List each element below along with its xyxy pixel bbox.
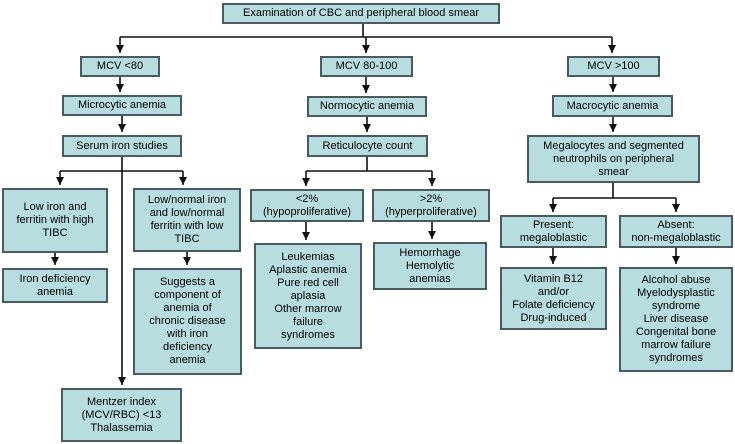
node-present-megaloblastic: Present: megaloblastic [500, 215, 607, 248]
node-hypoproliferative-causes: Leukemias Aplastic anemia Pure red cell … [254, 243, 362, 349]
node-low-iron-high-tibc: Low iron and ferritin with high TIBC [2, 188, 108, 253]
node-megalocytes-smear: Megalocytes and segmented neutrophils on… [527, 135, 700, 183]
node-hyperproliferative-causes: Hemorrhage Hemolytic anemias [373, 242, 487, 290]
node-megaloblastic-causes: Vitamin B12 and/or Folate deficiency Dru… [500, 267, 607, 330]
node-non-megaloblastic-causes: Alcohol abuse Myelodysplastic syndrome L… [619, 267, 733, 372]
connector-megalo-elbow [553, 183, 676, 199]
node-reticulocyte-count: Reticulocyte count [307, 135, 428, 157]
node-mentzer-index: Mentzer index (MCV/RBC) <13 Thalassemia [61, 388, 182, 442]
node-microcytic-anemia: Microcytic anemia [62, 95, 182, 116]
node-mcv-80-100: MCV 80-100 [320, 56, 413, 77]
node-hyperproliferative: >2% (hyperproliferative) [372, 189, 490, 222]
node-hypoproliferative: <2% (hypoproliferative) [250, 189, 364, 222]
node-normocytic-anemia: Normocytic anemia [307, 96, 427, 117]
node-mcv-gt100: MCV >100 [567, 56, 660, 77]
node-serum-iron-studies: Serum iron studies [62, 135, 182, 157]
node-root: Examination of CBC and peripheral blood … [222, 3, 500, 24]
node-absent-non-megaloblastic: Absent: non-megaloblastic [619, 215, 733, 248]
node-iron-deficiency-anemia: Iron deficiency anemia [2, 268, 108, 303]
node-anemia-of-chronic-disease: Suggests a component of anemia of chroni… [133, 268, 242, 375]
node-mcv-lt80: MCV <80 [80, 56, 160, 77]
node-low-normal-iron-low-tibc: Low/normal iron and low/normal ferritin … [133, 188, 241, 252]
node-macrocytic-anemia: Macrocytic anemia [552, 95, 673, 117]
connector-retic-elbow [306, 157, 432, 172]
